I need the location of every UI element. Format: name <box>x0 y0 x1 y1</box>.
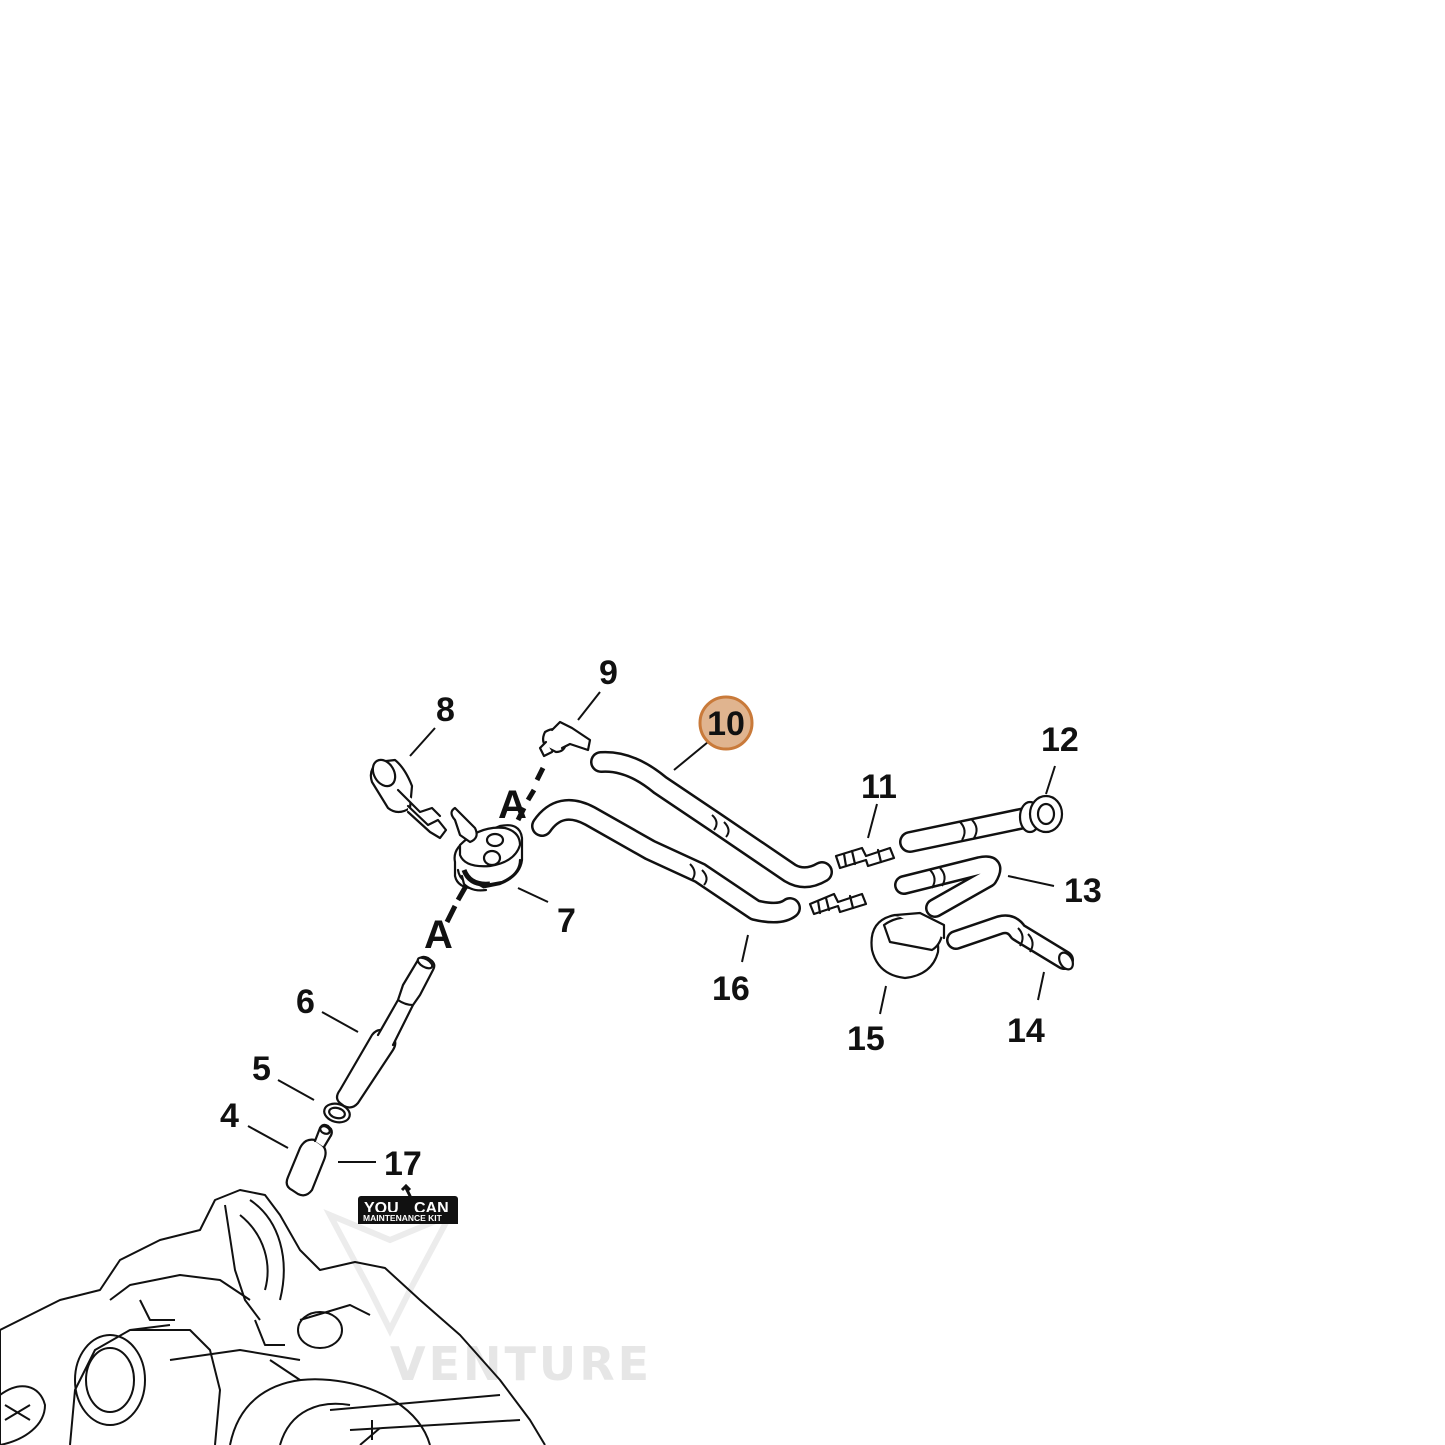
badge-sub: MAINTENANCE KIT <box>363 1213 443 1223</box>
callout-4[interactable]: 4 <box>220 1097 239 1135</box>
callout-5[interactable]: 5 <box>252 1050 271 1088</box>
callout-10[interactable]: 10 <box>707 705 745 743</box>
callout-12[interactable]: 12 <box>1041 721 1079 759</box>
part-9-elbow[interactable] <box>538 720 592 758</box>
part-12-hose-fitting[interactable] <box>899 794 1064 853</box>
part-11-barb-connector[interactable] <box>834 846 896 870</box>
callout-9[interactable]: 9 <box>599 654 618 692</box>
leader-lines <box>247 691 1056 1163</box>
part-11-barb-connector-lower[interactable] <box>808 892 868 916</box>
callout-11[interactable]: 11 <box>861 768 897 806</box>
part-5-o-ring[interactable] <box>322 1101 352 1125</box>
part-4-fitting[interactable] <box>285 1123 333 1197</box>
section-line-a <box>444 766 546 924</box>
part-14-hose[interactable] <box>946 914 1076 971</box>
callout-7[interactable]: 7 <box>557 902 576 940</box>
part-10-fuel-hose[interactable] <box>590 750 833 889</box>
callout-13[interactable]: 13 <box>1064 872 1102 910</box>
maintenance-kit-badge: YOU CAN MAINTENANCE KIT <box>358 1183 458 1224</box>
callout-labels: 8 9 10 11 12 13 14 15 16 7 6 5 4 17 <box>220 654 1102 1183</box>
callout-14[interactable]: 14 <box>1007 1012 1045 1050</box>
part-7-filter-base[interactable] <box>453 824 524 892</box>
engine-housing <box>0 1189 546 1445</box>
wrench-icon <box>400 1183 412 1216</box>
callout-17[interactable]: 17 <box>384 1145 422 1183</box>
part-13-bent-hose[interactable] <box>894 855 1002 918</box>
callout-16[interactable]: 16 <box>712 970 750 1008</box>
section-label-a-bottom: A <box>424 913 453 957</box>
callout-6[interactable]: 6 <box>296 983 315 1021</box>
part-15-primer-bulb[interactable] <box>870 911 946 980</box>
part-16-fuel-hose[interactable] <box>531 798 801 924</box>
section-label-a-top: A <box>498 783 527 827</box>
watermark-text: VENTURE <box>390 1337 652 1391</box>
part-8-elbow-fitting[interactable] <box>368 756 478 844</box>
callout-8[interactable]: 8 <box>436 691 455 729</box>
callout-10-highlight[interactable]: 10 <box>698 695 754 751</box>
part-6-tube[interactable] <box>335 955 436 1109</box>
watermark: VENTURE <box>323 1209 652 1391</box>
callout-15[interactable]: 15 <box>847 1020 885 1058</box>
highlight-circle <box>698 695 754 751</box>
